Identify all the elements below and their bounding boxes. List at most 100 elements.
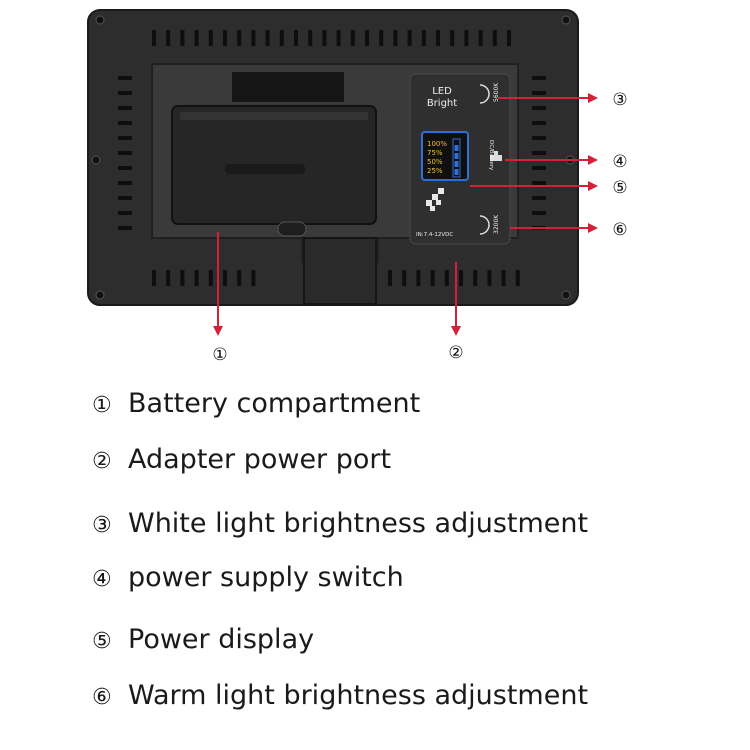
vent-slot [166,30,171,46]
vent-slot [322,30,327,46]
callout-number-5: ⑤ [612,178,627,198]
vent-slot [532,106,546,110]
vent-slot [194,30,199,46]
legend-number: ② [92,449,112,474]
gauge-levels: 100%75%50%25% [427,140,447,175]
vent-slot [118,91,132,95]
device-diagram: LED Bright 5600K 100%75%50%25% DC/Batter… [87,9,628,365]
vent-slot [118,166,132,170]
input-label: IN:7.4-12VDC [416,232,453,238]
vent-slot [532,181,546,185]
vent-slot [166,270,171,286]
legend-number: ⑤ [92,629,112,654]
legend-text: Power display [128,624,315,655]
vent-slot [487,270,492,286]
vent-slot [152,30,156,46]
vent-slot [473,270,478,286]
switch-label: DC/Battery [488,140,494,171]
legend-number: ① [92,393,112,418]
vent-slot [532,76,546,80]
vent-slot [294,30,298,46]
battery-plate [232,72,344,102]
vent-slot [532,166,546,170]
knob-bottom-label: 3200K [493,214,500,234]
legend-item-2: ② Adapter power port [92,444,391,475]
vent-slot [464,30,469,46]
vent-slot [152,270,156,286]
legend-text: power supply switch [128,562,404,593]
vent-slot [532,151,546,155]
legend-number: ④ [92,567,112,592]
gauge-level-label: 75% [427,149,443,157]
vent-slot [223,30,227,46]
vent-slot [180,30,185,46]
vent-slot [450,30,455,46]
gauge-level-label: 50% [427,158,443,166]
bright-label: Bright [427,98,457,109]
power-gauge [421,131,469,181]
power-switch-notch [494,151,498,155]
vent-slot [118,121,132,125]
legend-number: ③ [92,513,112,538]
legend-text: White light brightness adjustment [128,508,589,539]
vent-slot [507,30,511,46]
vent-slot [532,196,546,200]
legend-item-3: ③ White light brightness adjustment [92,508,588,539]
vent-slot [436,30,440,46]
vent-slot [393,30,398,46]
vent-slot [532,121,546,125]
callout-number-6: ⑥ [612,220,627,240]
callout-number-1: ① [212,345,227,365]
vent-slot [251,270,256,286]
vent-slot [492,30,497,46]
vent-slot [365,30,369,46]
vent-slot [308,30,313,46]
vent-slot [444,270,449,286]
callout-arrows [213,93,598,336]
vent-slot [237,270,242,286]
vent-slot [532,211,546,215]
vent-slot [350,30,355,46]
vent-slot [416,270,421,286]
vent-slot [118,226,132,230]
legend-item-5: ⑤ Power display [92,624,314,655]
vent-slot [532,136,546,140]
vent-slot [515,270,520,286]
vent-slot [118,196,132,200]
vent-slot [336,30,341,46]
legend-text: Adapter power port [128,444,392,475]
vent-slots [118,30,546,286]
callout-number-2: ② [448,343,463,363]
vent-slot [180,270,185,286]
legend-text: Warm light brightness adjustment [128,680,589,711]
power-switch-icon [490,155,502,161]
white-light-knob-icon [479,84,490,104]
vent-slot [279,30,284,46]
vent-slot [223,270,227,286]
vent-slot [532,91,546,95]
vent-slot [237,30,242,46]
vent-slot [208,30,213,46]
power-port [303,237,377,305]
vent-slot [118,151,132,155]
vent-slot [430,270,435,286]
vent-slot [501,270,506,286]
screws [91,15,575,300]
vent-slot [118,211,132,215]
vent-slot [118,136,132,140]
vent-slot [379,30,384,46]
vent-slot [265,30,270,46]
callout-number-4: ④ [612,152,627,172]
vent-slot [208,270,213,286]
vent-slot [459,270,463,286]
led-label: LED [432,86,452,97]
vent-slot [421,30,426,46]
vent-slot [407,30,412,46]
vent-slot [402,270,407,286]
vent-slot [118,106,132,110]
callout-number-3: ③ [612,90,627,110]
dc-connector-icon [426,188,444,211]
gauge-level-label: 25% [427,167,443,175]
knob-top-label: 5600K [493,82,500,102]
